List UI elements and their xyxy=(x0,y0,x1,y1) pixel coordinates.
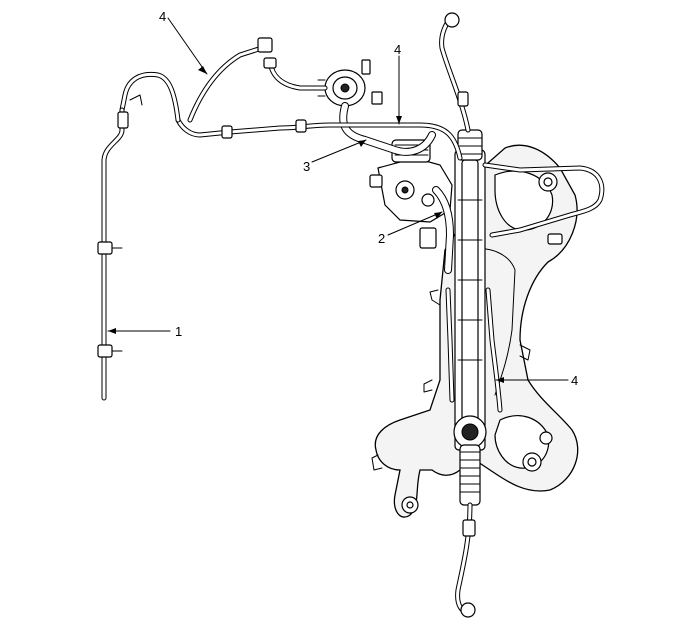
callout-4-top-left: 4 xyxy=(159,9,166,24)
return-line-lower xyxy=(445,287,503,413)
steering-gear-box xyxy=(453,129,487,506)
callout-2: 2 xyxy=(378,231,385,246)
hose-3 xyxy=(339,102,436,156)
cooler-tube-1 xyxy=(97,94,143,401)
tie-rod-upper xyxy=(439,12,471,133)
return-line-right xyxy=(482,162,605,245)
reservoir xyxy=(317,59,383,107)
return-line-upper xyxy=(175,117,463,161)
hose-2 xyxy=(432,186,454,274)
callout-3: 3 xyxy=(303,159,310,174)
tie-rod-lower xyxy=(455,502,476,618)
callout-4-top-center: 4 xyxy=(394,42,401,57)
callout-1: 1 xyxy=(175,324,182,339)
callout-4-right: 4 xyxy=(571,373,578,388)
return-line-top-loop xyxy=(119,37,328,123)
callout-leaders xyxy=(107,17,569,383)
